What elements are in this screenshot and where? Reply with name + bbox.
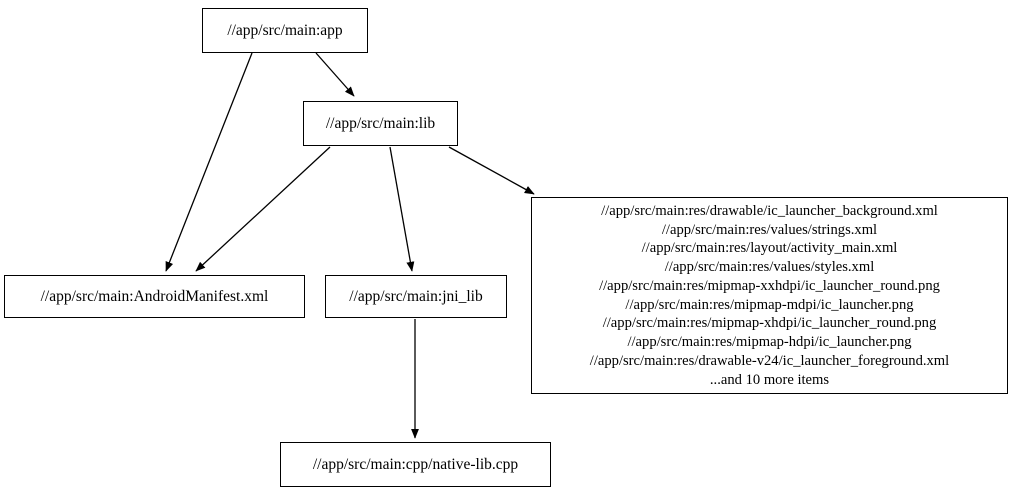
node-app-label: //app/src/main:app — [227, 21, 343, 39]
node-android-manifest[interactable]: //app/src/main:AndroidManifest.xml — [4, 275, 305, 318]
edge-app-to-lib — [315, 52, 355, 97]
node-native-lib-cpp[interactable]: //app/src/main:cpp/native-lib.cpp — [280, 442, 551, 487]
edge-lib-to-jni-lib — [389, 146, 415, 272]
node-res-group[interactable]: //app/src/main:res/drawable/ic_launcher_… — [531, 197, 1008, 394]
node-android-manifest-label: //app/src/main:AndroidManifest.xml — [40, 287, 269, 305]
edge-lib-to-res — [448, 146, 535, 195]
edge-lib-to-manifest — [195, 146, 331, 272]
node-jni-lib-label: //app/src/main:jni_lib — [349, 287, 483, 305]
node-lib-label: //app/src/main:lib — [325, 114, 436, 132]
node-lib[interactable]: //app/src/main:lib — [303, 101, 458, 146]
node-jni-lib[interactable]: //app/src/main:jni_lib — [325, 275, 507, 318]
node-app[interactable]: //app/src/main:app — [202, 8, 368, 53]
edge-app-to-manifest — [165, 52, 253, 272]
node-native-lib-cpp-label: //app/src/main:cpp/native-lib.cpp — [312, 455, 519, 473]
node-res-group-label: //app/src/main:res/drawable/ic_launcher_… — [589, 202, 950, 388]
